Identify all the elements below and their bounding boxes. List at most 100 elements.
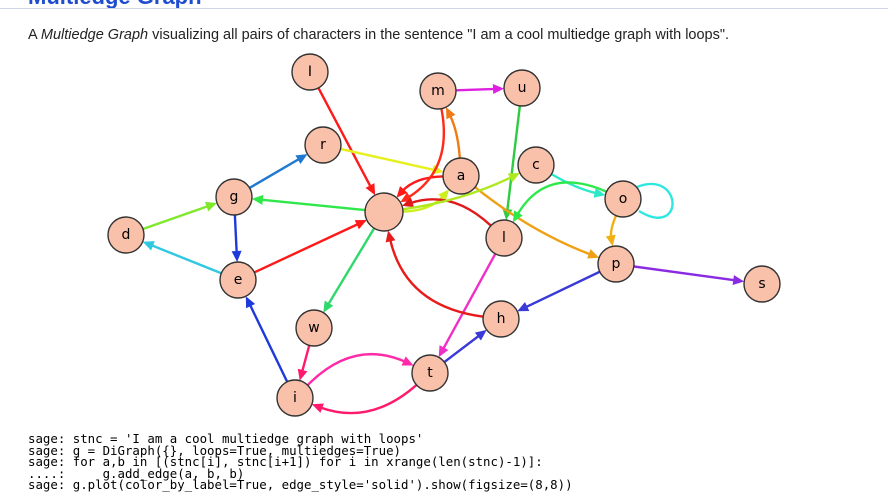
graph-edge bbox=[515, 181, 608, 217]
node-label: c bbox=[532, 157, 540, 173]
node-label: w bbox=[308, 320, 319, 336]
edge-arrowhead bbox=[593, 187, 606, 198]
code-line: sage: g.plot(color_by_label=True, edge_s… bbox=[28, 477, 573, 492]
node-label: a bbox=[457, 168, 466, 184]
graph-node-i: i bbox=[276, 379, 314, 417]
node-circle bbox=[364, 192, 404, 232]
code-line: sage: for a,b in [(stnc[i], stnc[i+1]) f… bbox=[28, 454, 543, 469]
node-label: r bbox=[320, 137, 326, 153]
node-circle bbox=[291, 53, 329, 91]
sage-code-block: sage: stnc = 'I am a cool multiedge grap… bbox=[28, 432, 573, 492]
graph-node-g: g bbox=[215, 178, 253, 216]
graph-edge bbox=[149, 243, 222, 275]
node-label: d bbox=[122, 227, 131, 243]
graph-node-h: h bbox=[482, 300, 520, 338]
graph-edge bbox=[400, 175, 444, 193]
graph-edge bbox=[248, 302, 289, 383]
graph-node-m: m bbox=[419, 72, 457, 110]
graph-edge bbox=[300, 345, 311, 374]
graph-edge bbox=[259, 198, 366, 212]
edge-arrowhead bbox=[512, 210, 523, 223]
graph-node-r: r bbox=[304, 126, 342, 164]
graph-edge bbox=[474, 186, 593, 257]
edge-arrowhead bbox=[396, 186, 408, 198]
edge-arrowhead bbox=[245, 296, 256, 309]
node-label: m bbox=[431, 83, 445, 99]
graph-edge bbox=[317, 87, 373, 189]
graph-edge bbox=[142, 204, 210, 231]
graph-node-s: s bbox=[743, 265, 781, 303]
graph-edge bbox=[505, 105, 522, 213]
graph-edge bbox=[448, 113, 461, 159]
node-circle bbox=[219, 261, 257, 299]
graph-edge bbox=[406, 108, 446, 200]
description-emphasis: Multiedge Graph bbox=[40, 27, 149, 43]
edge-arrowhead bbox=[605, 234, 616, 247]
node-label: p bbox=[612, 256, 621, 272]
graph-edge bbox=[402, 175, 514, 211]
node-label: I bbox=[308, 64, 312, 80]
graph-edge bbox=[233, 214, 238, 255]
edge-arrowhead bbox=[323, 300, 334, 313]
edge-arrowhead bbox=[295, 154, 308, 164]
edge-arrowhead bbox=[474, 329, 487, 341]
graph-description: A Multiedge Graph visualizing all pairs … bbox=[28, 27, 729, 43]
graph-edge bbox=[550, 173, 598, 195]
node-circle bbox=[743, 265, 781, 303]
graph-edge bbox=[441, 253, 497, 351]
graph-node-space bbox=[364, 192, 404, 232]
graph-edge bbox=[402, 194, 445, 213]
graph-edge bbox=[326, 227, 376, 307]
node-label: o bbox=[619, 191, 628, 207]
node-circle bbox=[485, 219, 523, 257]
graph-node-I: I bbox=[291, 53, 329, 91]
graph-node-c: c bbox=[517, 146, 555, 184]
node-label: g bbox=[230, 189, 239, 205]
edge-arrowhead bbox=[311, 403, 324, 413]
edge-arrowhead bbox=[297, 368, 308, 381]
graph-edge bbox=[253, 222, 361, 274]
graph-edge bbox=[409, 198, 492, 227]
node-circle bbox=[517, 146, 555, 184]
node-circle bbox=[304, 126, 342, 164]
node-circle bbox=[215, 178, 253, 216]
node-circle bbox=[503, 69, 541, 107]
graph-edge bbox=[443, 333, 482, 364]
graph-edge bbox=[388, 238, 484, 318]
node-label: s bbox=[758, 276, 765, 292]
graph-node-p: p bbox=[597, 245, 635, 283]
graph-node-a: a bbox=[442, 157, 480, 195]
edge-arrowhead bbox=[204, 201, 218, 212]
edge-arrowhead bbox=[385, 230, 396, 243]
edge-arrowhead bbox=[587, 249, 600, 259]
node-circle bbox=[411, 354, 449, 392]
node-label: l bbox=[502, 230, 506, 246]
edge-arrowhead bbox=[401, 197, 415, 208]
node-label: e bbox=[234, 272, 243, 288]
node-circle bbox=[442, 157, 480, 195]
edge-arrowhead bbox=[732, 275, 745, 286]
edge-arrowhead bbox=[446, 107, 456, 120]
graph-node-w: w bbox=[295, 309, 333, 347]
node-label: h bbox=[497, 311, 506, 327]
section-heading: Multiedge Graph bbox=[28, 0, 202, 10]
edge-arrowhead bbox=[507, 172, 520, 183]
node-circle bbox=[597, 245, 635, 283]
graph-node-e: e bbox=[219, 261, 257, 299]
graph-node-l: l bbox=[485, 219, 523, 257]
edge-arrowhead bbox=[438, 189, 450, 202]
node-circle bbox=[482, 300, 520, 338]
edge-arrowhead bbox=[251, 194, 264, 205]
edge-arrowhead bbox=[365, 183, 376, 196]
graph-node-o: o bbox=[604, 180, 642, 218]
graph-edge bbox=[455, 87, 497, 92]
graph-edge bbox=[523, 270, 601, 309]
graph-edge bbox=[633, 265, 737, 282]
description-prefix: A bbox=[28, 27, 41, 43]
edge-arrowhead bbox=[517, 301, 530, 312]
graph-edge bbox=[248, 157, 302, 189]
code-line: sage: g = DiGraph({}, loops=True, multie… bbox=[28, 442, 401, 458]
graph-edge bbox=[306, 352, 407, 387]
node-label: u bbox=[518, 80, 527, 96]
node-circle bbox=[295, 309, 333, 347]
